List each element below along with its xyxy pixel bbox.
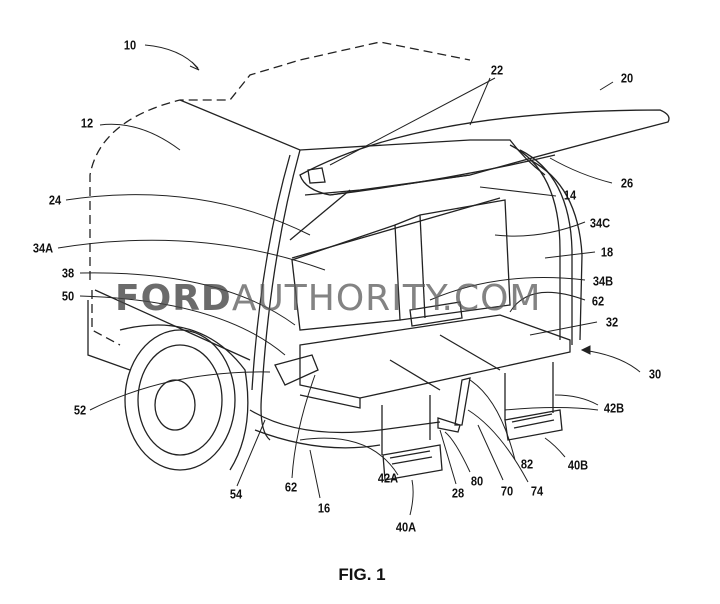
label-14: 14 bbox=[563, 187, 577, 203]
label-12: 12 bbox=[80, 115, 94, 131]
label-28: 28 bbox=[451, 485, 465, 501]
seat-platform-32 bbox=[299, 314, 571, 399]
label-16: 16 bbox=[317, 500, 331, 516]
label-20: 20 bbox=[620, 70, 634, 86]
step-strap-42a bbox=[381, 395, 431, 455]
label-54: 54 bbox=[229, 486, 243, 502]
step-strap-42b bbox=[504, 362, 554, 420]
vehicle-outline-dashed bbox=[89, 41, 471, 280]
label-42a: 42A bbox=[377, 470, 399, 486]
label-18: 18 bbox=[600, 244, 614, 260]
rear-bumper-16 bbox=[249, 409, 441, 434]
label-74: 74 bbox=[530, 483, 544, 499]
label-80: 80 bbox=[470, 473, 484, 489]
label-32: 32 bbox=[605, 314, 619, 330]
label-70: 70 bbox=[500, 483, 514, 499]
label-34a: 34A bbox=[32, 240, 54, 256]
step-40b bbox=[504, 409, 563, 441]
label-40b: 40B bbox=[567, 457, 589, 473]
label-30: 30 bbox=[648, 366, 662, 382]
rear-pillar bbox=[509, 144, 561, 340]
label-50: 50 bbox=[61, 288, 75, 304]
watermark-ford: FORD bbox=[115, 278, 232, 319]
label-24: 24 bbox=[48, 192, 62, 208]
leader-lines bbox=[57, 44, 641, 516]
label-62-lower: 62 bbox=[284, 479, 298, 495]
label-38: 38 bbox=[61, 265, 75, 281]
step-40a bbox=[382, 444, 443, 481]
label-34b: 34B bbox=[592, 273, 614, 289]
watermark-authority: AUTHORITY.COM bbox=[231, 278, 542, 319]
label-62-upper: 62 bbox=[591, 293, 605, 309]
figure-caption: FIG. 1 bbox=[338, 565, 386, 584]
label-22: 22 bbox=[490, 62, 504, 78]
label-82: 82 bbox=[520, 456, 534, 472]
liftgate-panel bbox=[299, 109, 670, 196]
label-10: 10 bbox=[123, 37, 137, 53]
wheel bbox=[124, 329, 236, 471]
label-52: 52 bbox=[73, 402, 87, 418]
label-26: 26 bbox=[620, 175, 634, 191]
hinge-bracket bbox=[274, 354, 319, 386]
seat-back-34c bbox=[394, 199, 511, 321]
label-34c: 34C bbox=[589, 215, 611, 231]
armrest bbox=[409, 301, 463, 327]
label-40a: 40A bbox=[395, 519, 417, 535]
watermark: FORDAUTHORITY.COM bbox=[115, 278, 541, 319]
label-42b: 42B bbox=[603, 400, 625, 416]
lever-70 bbox=[454, 377, 471, 426]
vehicle-body bbox=[179, 99, 546, 176]
